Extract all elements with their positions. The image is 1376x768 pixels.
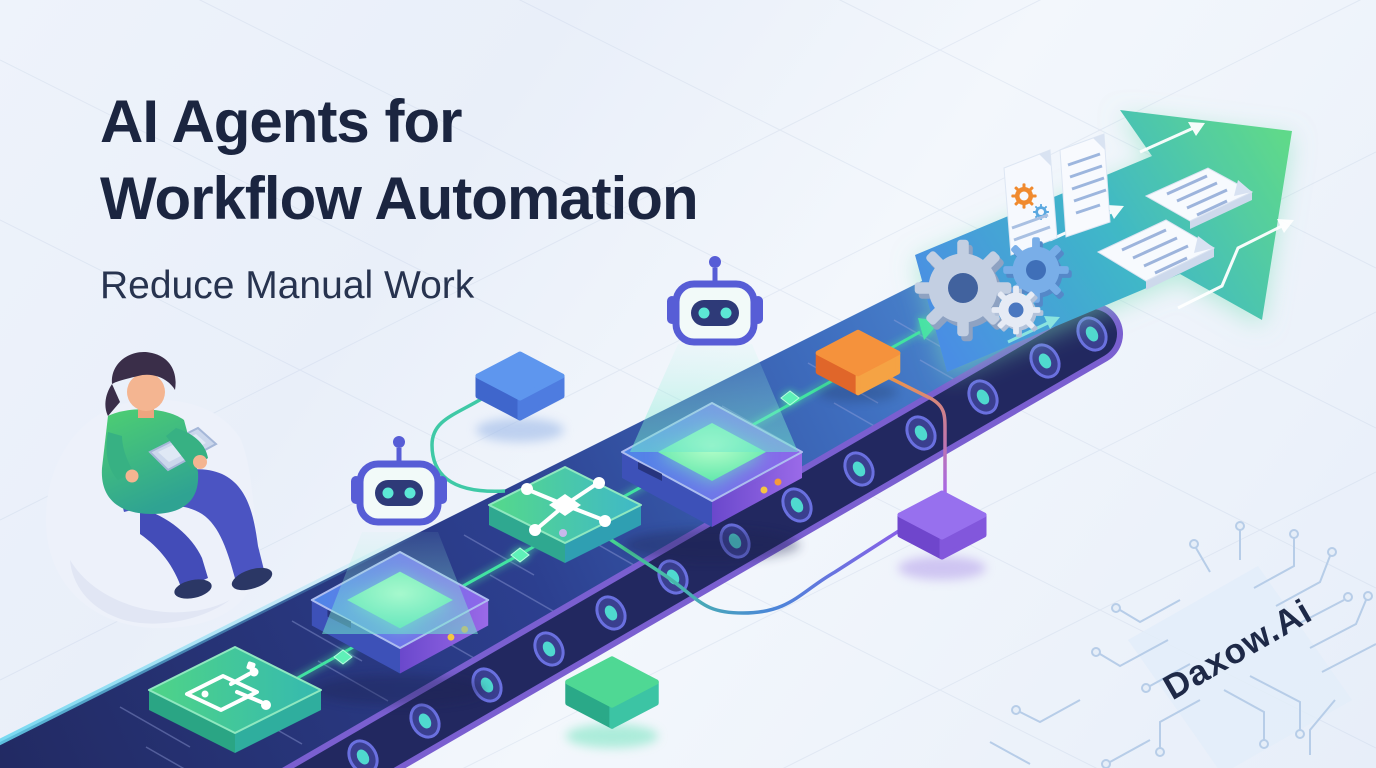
document-icon: [1003, 149, 1058, 256]
data-cube-green: [565, 656, 659, 729]
hologram-beam: [322, 532, 478, 634]
page-title-line1: AI Agents for: [100, 88, 462, 155]
flowchart-icon: [185, 672, 263, 712]
belt-edge-highlight: [0, 528, 422, 746]
gear-icon: [914, 239, 1016, 342]
document-icon: [1059, 133, 1111, 238]
page-subtitle: Reduce Manual Work: [100, 263, 475, 307]
page-title-line2: Workflow Automation: [100, 164, 699, 232]
document-icon: [1096, 219, 1216, 290]
circuit-pattern-icon: [989, 521, 1376, 768]
watermark-plate: [1128, 566, 1352, 768]
connector-wire: [877, 370, 947, 495]
trend-arrow-icon: [1007, 122, 1294, 344]
flowchart-tile: [148, 646, 322, 753]
gear-icon: [991, 285, 1044, 338]
connector-wire: [430, 396, 506, 493]
hero-text: AI Agents for Workflow Automation Reduce…: [100, 84, 699, 308]
person-illustration: [45, 351, 273, 629]
gear-icon: [1003, 237, 1072, 307]
data-cube-orange: [815, 329, 901, 396]
hologram-beam: [630, 344, 798, 452]
data-cube-blue: [475, 351, 565, 421]
document-icon: [1144, 167, 1254, 229]
page-title: AI Agents for Workflow Automation: [100, 84, 699, 238]
network-node-tile: [488, 466, 642, 563]
connector-wire: [601, 525, 906, 615]
data-cube-purple: [897, 490, 987, 560]
